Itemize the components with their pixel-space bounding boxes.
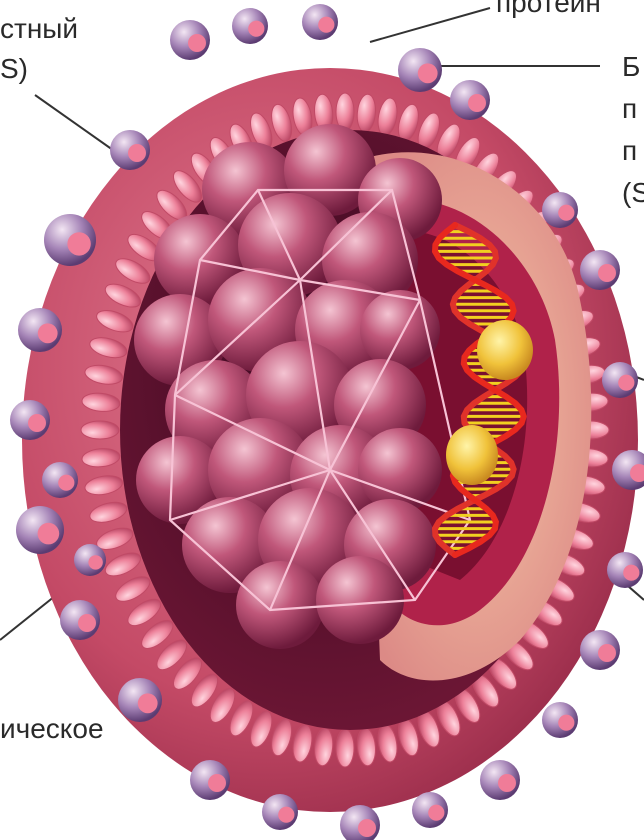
label-right-line3: п xyxy=(622,135,637,166)
capsid-sphere xyxy=(316,556,404,644)
surface-spike xyxy=(18,308,62,352)
surface-spike xyxy=(580,250,620,290)
surface-spike xyxy=(190,760,230,800)
surface-spike xyxy=(10,400,50,440)
label-top-left-line1: стный xyxy=(0,13,78,44)
label-top-center: протеин xyxy=(496,0,601,18)
label-right-line4: (S xyxy=(622,177,644,208)
surface-spike xyxy=(542,702,578,738)
surface-spike xyxy=(60,600,100,640)
surface-spike xyxy=(74,544,106,576)
leader-line-top-center xyxy=(370,8,490,42)
surface-spike xyxy=(602,362,638,398)
surface-spike xyxy=(262,794,298,830)
surface-spike xyxy=(302,4,338,40)
label-top-left-line2: S) xyxy=(0,53,28,84)
membrane-bead xyxy=(81,421,119,439)
surface-spike xyxy=(542,192,578,228)
membrane-bead xyxy=(336,729,354,767)
surface-spike xyxy=(580,630,620,670)
enzyme-upper xyxy=(477,320,533,380)
surface-spike xyxy=(607,552,643,588)
surface-spike xyxy=(450,80,490,120)
surface-spike xyxy=(412,792,448,828)
capsid-sphere xyxy=(360,290,440,370)
surface-spike xyxy=(110,130,150,170)
leader-line-top-left xyxy=(35,95,120,155)
label-bottom-left: ическое xyxy=(0,713,104,744)
capsid-sphere xyxy=(358,428,442,512)
enzyme-lower xyxy=(446,425,498,485)
surface-spike xyxy=(480,760,520,800)
surface-spike xyxy=(170,20,210,60)
surface-spike xyxy=(232,8,268,44)
capsid-sphere xyxy=(236,561,324,649)
surface-spike xyxy=(44,214,96,266)
surface-spike xyxy=(398,48,442,92)
surface-spike xyxy=(16,506,64,554)
surface-spike xyxy=(42,462,78,498)
label-right-line2: п xyxy=(622,93,637,124)
surface-spike xyxy=(118,678,162,722)
label-right-line1: Б xyxy=(622,51,640,82)
